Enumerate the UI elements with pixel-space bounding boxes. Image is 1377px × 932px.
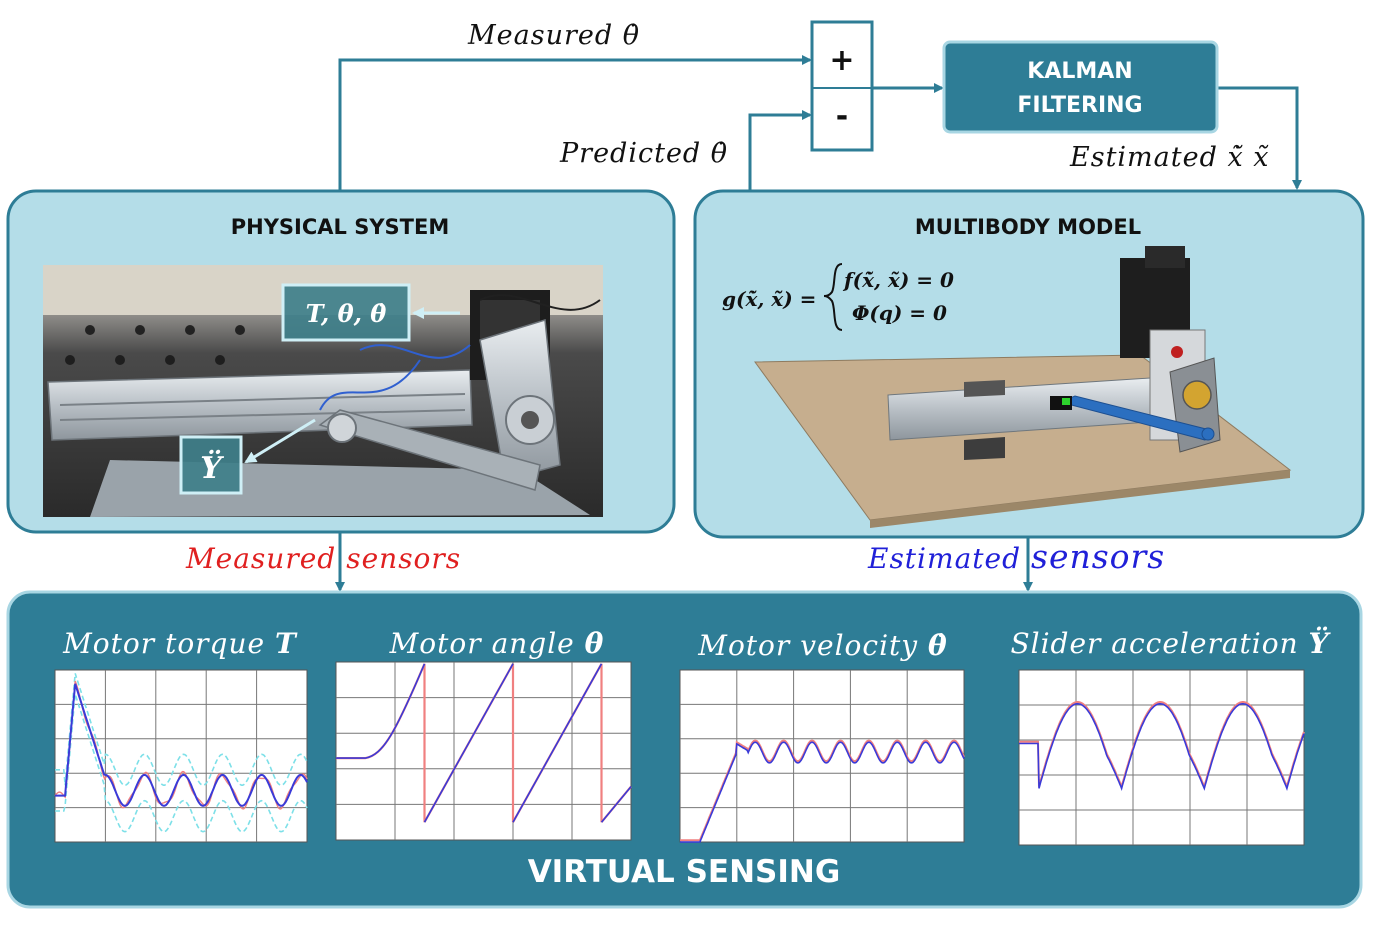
callout-accel-arrow [244,418,316,464]
measured-sensors-word1: Measured [185,542,336,575]
cad-render-of-mechanism [754,246,1292,528]
estimated-sensors-word2: sensors [1031,537,1165,576]
kalman-to-model-line [1217,86,1302,190]
plot-torque [54,669,308,843]
predicted-theta-dot-label: Predicted θ̇ [559,138,728,169]
plot-acceleration [1018,669,1305,846]
plot-frame [1018,669,1305,846]
equation-lhs: g(x̃̇, x̃) = [722,287,816,311]
equation-line2: Φ(q) = 0 [852,301,947,325]
estimated-curve [55,683,308,807]
estimated-curve [1019,703,1305,791]
plot-label-angle: Motor angle θ [389,627,605,660]
plot-label-velocity: Motor velocity θ̇ [697,629,947,662]
virtual-sensing-title: VIRTUAL SENSING [528,854,841,890]
comparator-block: + - [810,20,874,152]
plot-velocity [679,669,965,843]
kalman-filter-block: KALMAN FILTERING [942,40,1219,134]
photo-of-test-rig: T, θ, θ̇ Ÿ [43,265,603,517]
estimated-sensors-word1: Estimated [867,542,1021,575]
multibody-model-panel: MULTIBODY MODEL g(x̃̇, x̃) = f(x̃̇, x̃) … [693,189,1365,539]
callout-sensors-box [281,283,411,342]
physical-system-title: PHYSICAL SYSTEM [231,215,450,239]
measured-sensors-word2: sensors [346,542,461,575]
measured-theta-dot-label: Measured θ̇ [467,20,640,51]
estimated-states-label: Estimated x̃̇ x̃ [1069,142,1269,173]
equation-brace [823,263,843,331]
physical-system-panel: PHYSICAL SYSTEM [6,189,676,534]
callout-sensors-text: T, θ, θ̇ [306,299,387,328]
callout-accel-box [179,435,243,495]
plot-frame [335,661,632,841]
measured-sensors-label: Measured sensors [185,542,461,575]
plot-label-torque: Motor torque T [62,627,298,660]
comparator-plus: + [829,43,854,78]
kalman-line2: FILTERING [1017,93,1142,118]
equation-line1: f(x̃̇, x̃) = 0 [842,268,954,292]
estimated-sensors-label: Estimated sensors [867,537,1165,576]
multibody-model-title: MULTIBODY MODEL [915,215,1141,239]
uncertainty-lower [55,693,308,833]
callout-accel-text: Ÿ [200,449,224,486]
estimated-curve [336,663,632,823]
plot-angle [335,661,632,841]
estimated-curve [680,741,965,843]
signal-connectors [335,55,1302,592]
uncertainty-upper [55,673,308,786]
predicted-theta-dot-line [748,110,812,191]
virtual-sensing-panel: VIRTUAL SENSING Motor torque T Motor ang… [6,590,1363,909]
plot-frame [54,669,308,843]
plot-label-acceleration: Slider acceleration Ÿ [1010,626,1331,660]
kalman-line1: KALMAN [1027,59,1132,84]
measured-curve [1019,701,1305,790]
measured-theta-dot-line [338,55,812,191]
comparator-minus: - [836,99,848,134]
